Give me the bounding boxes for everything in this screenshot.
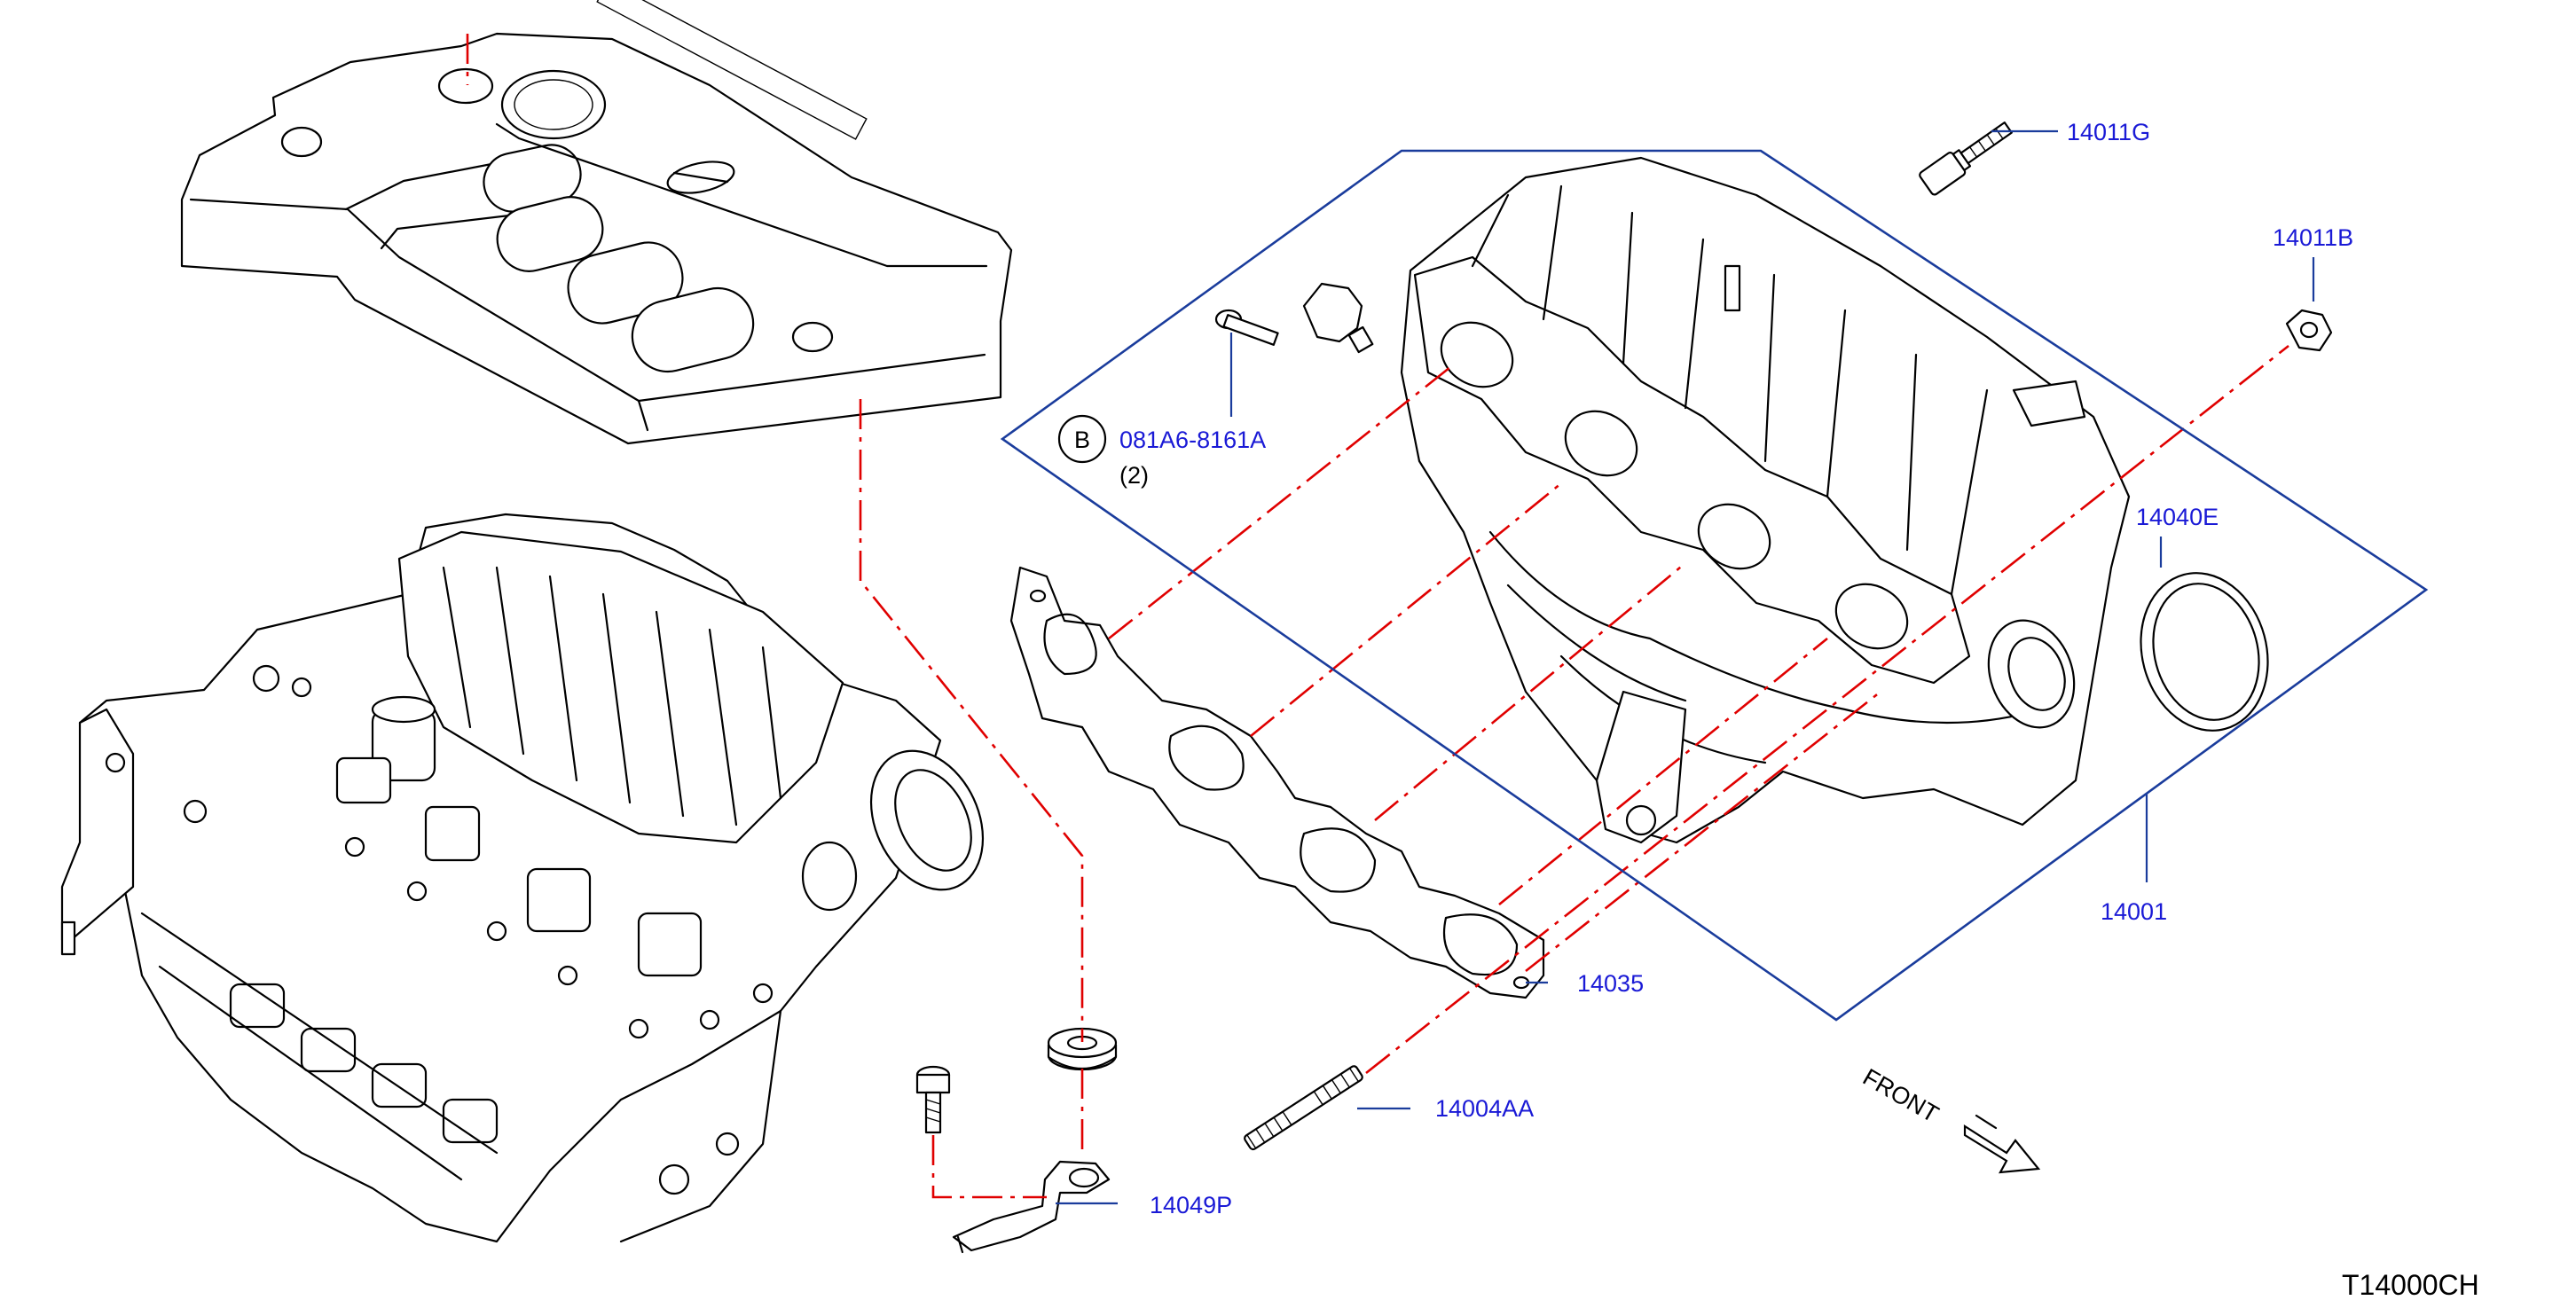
part-labels: 14011G 14011B B 081A6-8161A (2) 14040E 1… <box>1057 119 2479 1301</box>
label-14001: 14001 <box>2101 898 2167 925</box>
bolt-14011G <box>1919 121 2013 196</box>
badge-letter: B <box>1074 427 1090 453</box>
intake-manifold-14001 <box>1400 156 2131 844</box>
reference-badge-b <box>1057 414 1107 464</box>
label-quantity: (2) <box>1119 462 1149 489</box>
engine-cover <box>180 0 1013 445</box>
label-14049P: 14049P <box>1150 1192 1232 1218</box>
front-arrow-icon <box>1963 1114 2041 1174</box>
leader-lines <box>1056 129 2315 1205</box>
label-14011G: 14011G <box>2067 119 2150 145</box>
label-081A6-8161A: 081A6-8161A <box>1119 427 1266 453</box>
alignment-chain-lines <box>466 34 2289 1199</box>
kit-boundary-frame <box>1000 149 2429 1022</box>
bolt-left <box>915 1065 951 1134</box>
stud-14004AA <box>1244 1065 1363 1151</box>
label-14035: 14035 <box>1577 970 1644 997</box>
gasket-14035 <box>1009 566 1545 999</box>
label-14040E: 14040E <box>2136 504 2219 530</box>
label-14011B: 14011B <box>2273 224 2353 251</box>
bracket-14049P <box>952 1160 1111 1254</box>
front-label: FRONT <box>1858 1063 1944 1127</box>
sensor-with-bolt <box>1214 282 1374 354</box>
label-14004AA: 14004AA <box>1435 1095 1534 1122</box>
diagram-id: T14000CH <box>2342 1269 2479 1301</box>
o-ring-14040E <box>2140 572 2269 732</box>
engine-block <box>60 513 985 1243</box>
nut-14011B <box>2285 309 2333 352</box>
